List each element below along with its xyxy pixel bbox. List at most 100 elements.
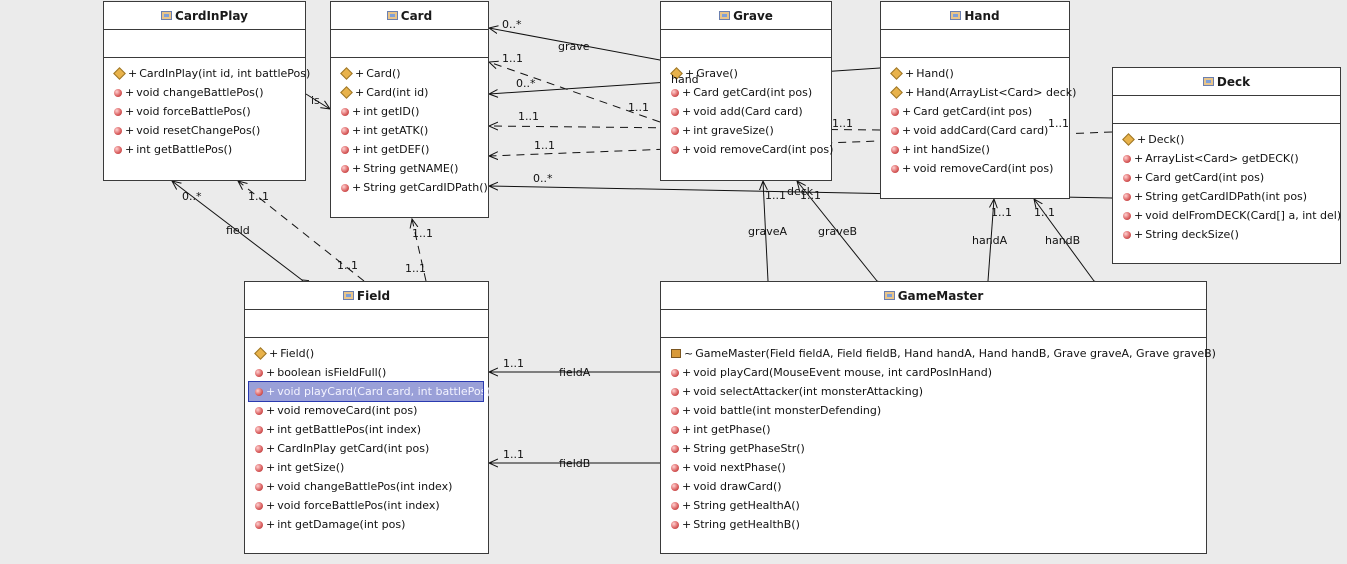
operation[interactable]: +void removeCard(int pos) bbox=[253, 401, 488, 420]
operation[interactable]: +void battle(int monsterDefending) bbox=[669, 401, 1206, 420]
class-name: CardInPlay bbox=[175, 8, 248, 23]
attributes-compartment bbox=[104, 30, 305, 58]
edge-label-gravea-role: graveA bbox=[748, 225, 788, 238]
operation[interactable]: +String getHealthA() bbox=[669, 496, 1206, 515]
operation[interactable]: +String deckSize() bbox=[1121, 225, 1340, 244]
operations-compartment: +Field() +boolean isFieldFull() +void pl… bbox=[245, 338, 491, 534]
class-name: Deck bbox=[1216, 74, 1251, 89]
class-name: Hand bbox=[964, 8, 1000, 23]
operation[interactable]: +int graveSize() bbox=[669, 121, 831, 140]
operation[interactable]: +void delFromDECK(Card[] a, int del) bbox=[1121, 206, 1341, 225]
operation[interactable]: +void resetChangePos() bbox=[112, 121, 305, 140]
operation[interactable]: +int getDamage(int pos) bbox=[253, 515, 488, 534]
edge-label-grave-role: grave bbox=[558, 40, 590, 53]
operation[interactable]: ~GameMaster(Field fieldA, Field fieldB, … bbox=[669, 344, 1216, 363]
class-cardinplay[interactable]: CardInPlay +CardInPlay(int id, int battl… bbox=[103, 1, 310, 181]
attributes-compartment bbox=[1113, 96, 1340, 124]
class-hand[interactable]: Hand +Hand() +Hand(ArrayList<Card> deck)… bbox=[880, 1, 1076, 199]
method-icon bbox=[1123, 192, 1131, 201]
method-icon bbox=[891, 107, 899, 116]
operation[interactable]: +Card getCard(int pos) bbox=[669, 83, 831, 102]
operation[interactable]: +Deck() bbox=[1121, 130, 1340, 149]
method-icon bbox=[671, 126, 679, 135]
operation[interactable]: +CardInPlay(int id, int battlePos) bbox=[112, 64, 310, 83]
operation[interactable]: +int getID() bbox=[339, 102, 488, 121]
operation[interactable]: +Grave() bbox=[669, 64, 831, 83]
operation[interactable]: +int getSize() bbox=[253, 458, 488, 477]
operation[interactable]: +void addCard(Card card) bbox=[889, 121, 1069, 140]
attributes-compartment bbox=[661, 30, 831, 58]
operation[interactable]: +Hand(ArrayList<Card> deck) bbox=[889, 83, 1076, 102]
edge-label-grave-multiplicity: 0..* bbox=[502, 18, 522, 31]
operations-compartment: +Grave() +Card getCard(int pos) +void ad… bbox=[661, 58, 833, 159]
method-icon bbox=[671, 520, 679, 529]
operation[interactable]: +String getNAME() bbox=[339, 159, 488, 178]
method-icon bbox=[114, 145, 122, 154]
constructor-icon bbox=[113, 67, 126, 80]
class-grave[interactable]: Grave +Grave() +Card getCard(int pos) +v… bbox=[660, 1, 833, 181]
edge-label-field-dep-card-b: 1..1 bbox=[405, 262, 426, 275]
class-header: Grave bbox=[661, 2, 831, 30]
method-icon bbox=[671, 444, 679, 453]
class-deck[interactable]: Deck +Deck() +ArrayList<Card> getDECK() … bbox=[1112, 67, 1341, 264]
edge-label-handb-role: handB bbox=[1045, 234, 1081, 247]
constructor-icon bbox=[890, 67, 903, 80]
method-icon bbox=[255, 501, 263, 510]
class-header: Deck bbox=[1113, 68, 1340, 96]
operation[interactable]: +void removeCard(int pos) bbox=[669, 140, 833, 159]
class-header: Field bbox=[245, 282, 488, 310]
operation[interactable]: +void forceBattlePos(int index) bbox=[253, 496, 488, 515]
operation[interactable]: +void drawCard() bbox=[669, 477, 1206, 496]
operation[interactable]: +int getPhase() bbox=[669, 420, 1206, 439]
class-field[interactable]: Field +Field() +boolean isFieldFull() +v… bbox=[244, 281, 491, 554]
operation[interactable]: +String getCardIDPath(int pos) bbox=[1121, 187, 1340, 206]
operation[interactable]: +String getHealthB() bbox=[669, 515, 1206, 534]
operation[interactable]: +Card getCard(int pos) bbox=[1121, 168, 1340, 187]
edge-label-fieldb-role: fieldB bbox=[559, 457, 591, 470]
method-icon bbox=[255, 387, 263, 396]
operation[interactable]: +void changeBattlePos(int index) bbox=[253, 477, 488, 496]
operation[interactable]: +void add(Card card) bbox=[669, 102, 831, 121]
operation[interactable]: +void forceBattlePos() bbox=[112, 102, 305, 121]
operation[interactable]: +Hand() bbox=[889, 64, 1069, 83]
operation[interactable]: +int handSize() bbox=[889, 140, 1069, 159]
operation[interactable]: +Field() bbox=[253, 344, 488, 363]
method-icon bbox=[341, 126, 349, 135]
operation[interactable]: +Card() bbox=[339, 64, 488, 83]
operation[interactable]: +String getPhaseStr() bbox=[669, 439, 1206, 458]
operation[interactable]: +String getCardIDPath() bbox=[339, 178, 488, 197]
operation[interactable]: +void removeCard(int pos) bbox=[889, 159, 1069, 178]
operation-selected[interactable]: +void playCard(Card card, int battlePos) bbox=[248, 381, 491, 402]
operation[interactable]: +int getBattlePos(int index) bbox=[253, 420, 488, 439]
operation[interactable]: +ArrayList<Card> getDECK() bbox=[1121, 149, 1340, 168]
attributes-compartment bbox=[661, 310, 1206, 338]
method-icon bbox=[671, 406, 679, 415]
operation[interactable]: +int getBattlePos() bbox=[112, 140, 305, 159]
operation[interactable]: +boolean isFieldFull() bbox=[253, 363, 488, 382]
class-name: Grave bbox=[733, 8, 773, 23]
edge-label-fieldb-multiplicity: 1..1 bbox=[503, 448, 524, 461]
operation[interactable]: +CardInPlay getCard(int pos) bbox=[253, 439, 488, 458]
operation[interactable]: +void selectAttacker(int monsterAttackin… bbox=[669, 382, 1206, 401]
attributes-compartment bbox=[245, 310, 488, 338]
operation[interactable]: +void changeBattlePos() bbox=[112, 83, 305, 102]
operation[interactable]: +void nextPhase() bbox=[669, 458, 1206, 477]
class-gamemaster[interactable]: GameMaster ~GameMaster(Field fieldA, Fie… bbox=[660, 281, 1216, 554]
operation[interactable]: +void playCard(MouseEvent mouse, int car… bbox=[669, 363, 1206, 382]
class-name: GameMaster bbox=[897, 288, 984, 303]
method-icon bbox=[891, 145, 899, 154]
operations-compartment: +CardInPlay(int id, int battlePos) +void… bbox=[104, 58, 310, 159]
operation[interactable]: +Card(int id) bbox=[339, 83, 488, 102]
method-icon bbox=[341, 145, 349, 154]
edge-label-graveb-multiplicity: 1..1 bbox=[800, 189, 821, 202]
method-icon bbox=[255, 482, 263, 491]
edge-label-deck-dep-a: 1..1 bbox=[534, 139, 555, 152]
operation[interactable]: +Card getCard(int pos) bbox=[889, 102, 1069, 121]
operation[interactable]: +int getATK() bbox=[339, 121, 488, 140]
operation[interactable]: +int getDEF() bbox=[339, 140, 488, 159]
attributes-compartment bbox=[881, 30, 1069, 58]
edge-label-handa-role: handA bbox=[972, 234, 1008, 247]
method-icon bbox=[671, 88, 679, 97]
class-card[interactable]: Card +Card() +Card(int id) +int getID() … bbox=[330, 1, 489, 218]
